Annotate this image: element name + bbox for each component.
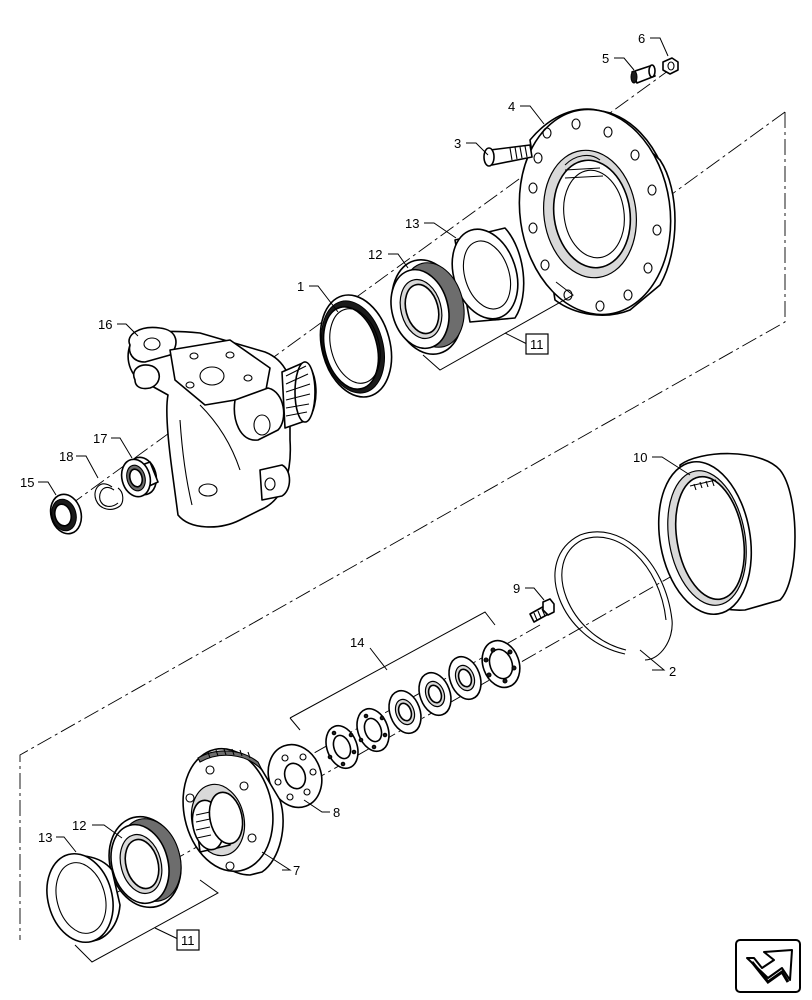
callout-4: 4 <box>508 99 515 114</box>
callout-15: 15 <box>20 475 34 490</box>
plug-part-6 <box>662 57 679 75</box>
separator-plate <box>388 689 422 735</box>
callout-16: 16 <box>98 317 112 332</box>
knuckle-spindle-splines <box>281 361 317 429</box>
callout-5: 5 <box>602 51 609 66</box>
kit-ref-box-lower: 11 <box>176 929 200 951</box>
wheel-stud-part-3 <box>483 144 533 167</box>
bolt-part-9 <box>529 598 555 623</box>
callout-2: 2 <box>669 664 676 679</box>
callout-numbers: 1 2 3 4 5 6 7 8 9 10 12 12 13 13 14 15 1… <box>20 31 676 878</box>
callout-3: 3 <box>454 136 461 151</box>
friction-disc <box>356 707 390 753</box>
bearing-cup-part-13-upper <box>451 227 525 323</box>
hub-housing-part-4 <box>518 108 676 316</box>
separator-plate <box>448 655 482 701</box>
callout-10: 10 <box>633 450 647 465</box>
callout-12-lower: 12 <box>72 818 86 833</box>
bearing-cup-part-13-lower <box>46 852 121 944</box>
callout-18: 18 <box>59 449 73 464</box>
housing-bolt-holes <box>528 118 662 312</box>
disc-pack-bracket <box>289 611 496 731</box>
kit-ref-upper-label: 11 <box>530 337 544 352</box>
callout-14: 14 <box>350 635 364 650</box>
callout-9: 9 <box>513 581 520 596</box>
kit-ref-lower-label: 11 <box>181 933 195 948</box>
seal-part-1 <box>319 294 393 398</box>
seal-part-15 <box>49 493 83 535</box>
next-page-arrow-icon[interactable] <box>735 939 801 993</box>
callout-13-upper: 13 <box>405 216 419 231</box>
o-ring-part-2 <box>554 531 673 661</box>
callout-8: 8 <box>333 805 340 820</box>
snap-ring-part-18 <box>94 483 124 510</box>
kit-bracket-lower <box>74 879 219 963</box>
ring-gear-part-10 <box>657 452 796 616</box>
callout-17: 17 <box>93 431 107 446</box>
callout-7: 7 <box>293 863 300 878</box>
separator-plate <box>325 724 359 770</box>
needle-bearing-part-17 <box>120 456 159 498</box>
wheel-hub-part-7 <box>182 747 284 876</box>
disc-pack-part-14 <box>325 639 521 770</box>
callout-1: 1 <box>297 279 304 294</box>
roller-bearing-part-12-lower <box>108 815 182 909</box>
kit-ref-box-upper: 11 <box>525 333 549 355</box>
callout-12-upper: 12 <box>368 247 382 262</box>
kit-bracket-upper <box>422 281 574 371</box>
friction-disc <box>481 639 521 689</box>
friction-disc <box>418 671 452 717</box>
callout-13-lower: 13 <box>38 830 52 845</box>
steering-knuckle-part-16 <box>127 326 317 528</box>
roller-bearing-part-12-upper <box>390 259 465 355</box>
leader-lines <box>38 37 691 871</box>
pin-part-5 <box>630 64 656 84</box>
callout-6: 6 <box>638 31 645 46</box>
